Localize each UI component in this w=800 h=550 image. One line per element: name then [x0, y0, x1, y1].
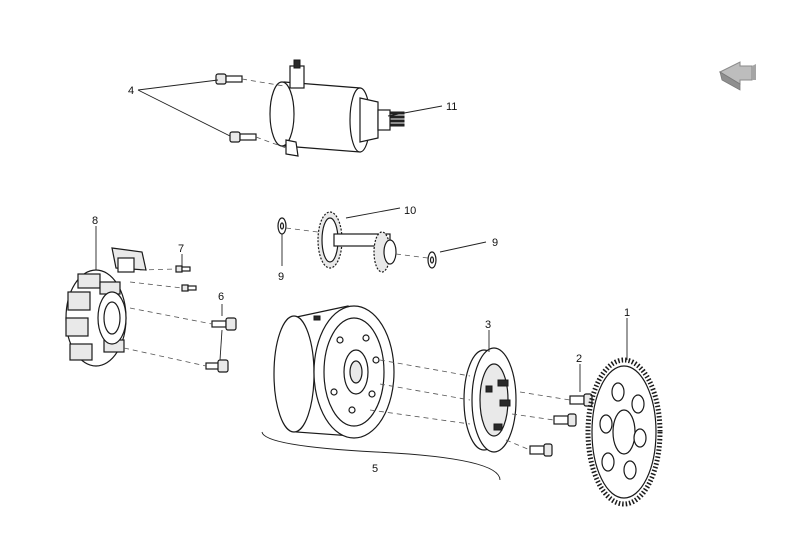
clutch-bolt-1 [569, 393, 593, 407]
stator-coil [65, 269, 127, 367]
callout-4: 4 [128, 85, 134, 97]
thrust-washer-right [427, 251, 437, 269]
callout-9-right: 9 [492, 237, 498, 249]
thrust-washer-left [277, 217, 287, 235]
callout-10: 10 [404, 205, 416, 217]
callout-2: 2 [576, 353, 582, 365]
stator-screw-lower [181, 284, 197, 292]
callout-7: 7 [178, 243, 184, 255]
mounting-bolt-lower [229, 131, 257, 143]
callout-11: 11 [446, 101, 457, 113]
stator-screw-upper [175, 265, 191, 273]
callout-3: 3 [485, 319, 491, 331]
flange-bolt-upper [211, 317, 237, 331]
starter-clutch [463, 347, 517, 453]
idler-gear-shaft [317, 211, 397, 273]
callout-6: 6 [218, 291, 224, 303]
clutch-bolt-3 [529, 443, 553, 457]
mounting-bolt-upper [215, 73, 243, 85]
leader-lines [95, 79, 628, 481]
front-direction-arrow-icon [718, 61, 756, 91]
starter-driven-gear [585, 357, 663, 507]
clutch-bolt-2 [553, 413, 577, 427]
flywheel-rotor [273, 305, 395, 439]
callout-1: 1 [624, 307, 630, 319]
starter-motor [269, 59, 405, 157]
callout-5: 5 [372, 463, 378, 475]
flange-bolt-lower [205, 359, 229, 373]
callout-9-left: 9 [278, 271, 284, 283]
callout-8: 8 [92, 215, 98, 227]
pickup-sensor [111, 247, 147, 273]
callout-labels: 1 2 3 4 5 6 7 8 9 9 10 11 [92, 85, 630, 475]
